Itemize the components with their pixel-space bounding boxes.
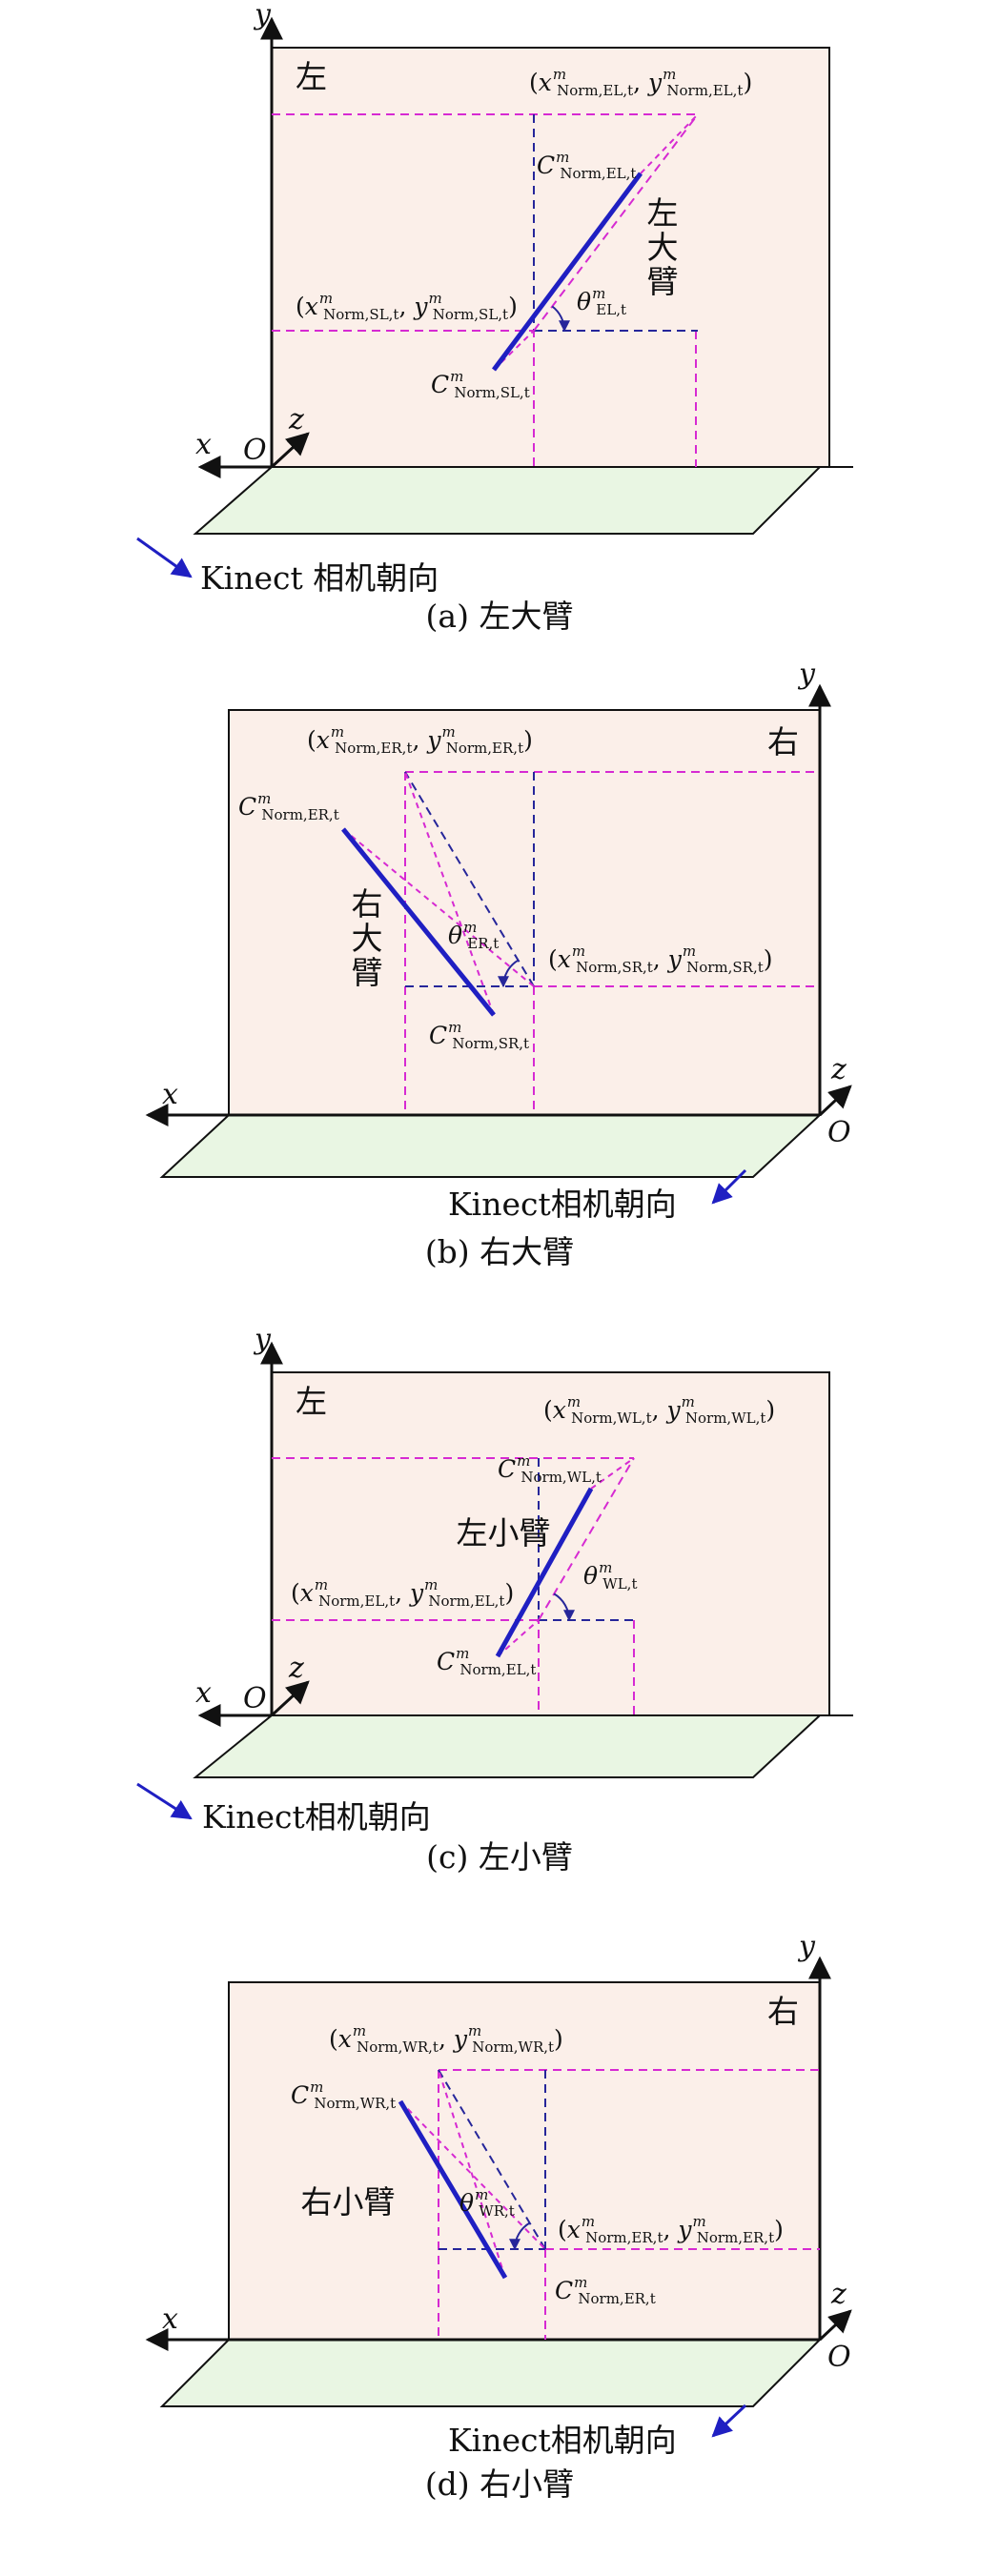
origin-label: O xyxy=(243,1682,267,1715)
connector-bottom xyxy=(497,1619,540,1657)
angle-arc xyxy=(551,305,570,333)
arm-label: 右小臂 xyxy=(301,2183,396,2221)
arm-label: 左小臂 xyxy=(457,1514,551,1552)
camera-direction-label: Kinect相机朝向 xyxy=(202,1798,431,1836)
floor-plane xyxy=(193,1714,823,1778)
wall-plane xyxy=(271,1371,830,1716)
connector-top xyxy=(590,1457,635,1490)
panel-caption: (d) 右小臂 xyxy=(425,2465,574,2503)
camera-direction-label: Kinect 相机朝向 xyxy=(200,559,439,597)
translated-arm xyxy=(438,2069,546,2250)
origin-label: O xyxy=(827,2341,851,2374)
x-axis-label: x xyxy=(195,428,212,461)
camera-direction-label: Kinect相机朝向 xyxy=(448,2422,677,2459)
floor-plane xyxy=(159,2339,823,2407)
x-axis-label: x xyxy=(162,1078,178,1111)
y-axis-label: y xyxy=(797,1930,816,1963)
panel-caption: (a) 左大臂 xyxy=(426,598,574,635)
y-axis-label: y xyxy=(253,0,272,31)
connector-bottom xyxy=(493,330,535,371)
translated-arm xyxy=(533,113,699,332)
side-label: 右 xyxy=(767,723,799,761)
connector-top xyxy=(404,771,495,1016)
camera-direction-arrow xyxy=(136,1782,193,1820)
angle-arc xyxy=(509,2221,531,2251)
arm-segment xyxy=(491,172,643,372)
arm-label: 左大臂 xyxy=(647,194,679,300)
arm-segment xyxy=(495,1487,594,1658)
x-axis-label: x xyxy=(195,1676,212,1710)
z-axis-label: z xyxy=(830,1053,847,1086)
y-axis-label: y xyxy=(797,658,816,691)
floor-plane xyxy=(159,1114,823,1178)
arm-segment xyxy=(341,827,496,1017)
connector-bottom xyxy=(399,2100,546,2250)
translated-arm xyxy=(538,1457,635,1621)
angle-arc xyxy=(498,959,520,988)
floor-plane xyxy=(193,466,823,535)
wall-plane xyxy=(228,1981,821,2341)
camera-direction-arrow xyxy=(136,537,193,578)
panel-caption: (b) 右大臂 xyxy=(425,1233,574,1270)
arm-segment xyxy=(398,2099,508,2280)
origin-label: O xyxy=(827,1116,851,1149)
z-axis-label: z xyxy=(288,403,304,436)
wall-plane xyxy=(228,709,821,1116)
connector-top xyxy=(438,2069,506,2279)
panel-caption: (c) 左小臂 xyxy=(426,1838,573,1876)
connector-top xyxy=(640,113,699,174)
z-axis-label: z xyxy=(288,1652,304,1685)
angle-arc xyxy=(553,1592,575,1622)
side-label: 左 xyxy=(296,58,327,95)
z-axis xyxy=(270,432,310,469)
side-label: 右 xyxy=(767,1993,799,2030)
camera-direction-label: Kinect相机朝向 xyxy=(448,1186,677,1223)
wall-plane xyxy=(271,47,830,468)
camera-direction-arrow xyxy=(711,1168,747,1205)
translated-arm xyxy=(404,771,535,987)
z-axis xyxy=(818,1085,852,1117)
origin-label: O xyxy=(243,434,267,467)
side-label: 左 xyxy=(296,1383,327,1420)
x-axis-label: x xyxy=(162,2302,178,2336)
z-axis-label: z xyxy=(830,2278,847,2311)
z-axis xyxy=(818,2309,852,2342)
z-axis xyxy=(270,1680,310,1717)
camera-direction-arrow xyxy=(711,2404,747,2438)
arm-label: 右大臂 xyxy=(352,885,383,991)
y-axis-label: y xyxy=(253,1323,272,1356)
